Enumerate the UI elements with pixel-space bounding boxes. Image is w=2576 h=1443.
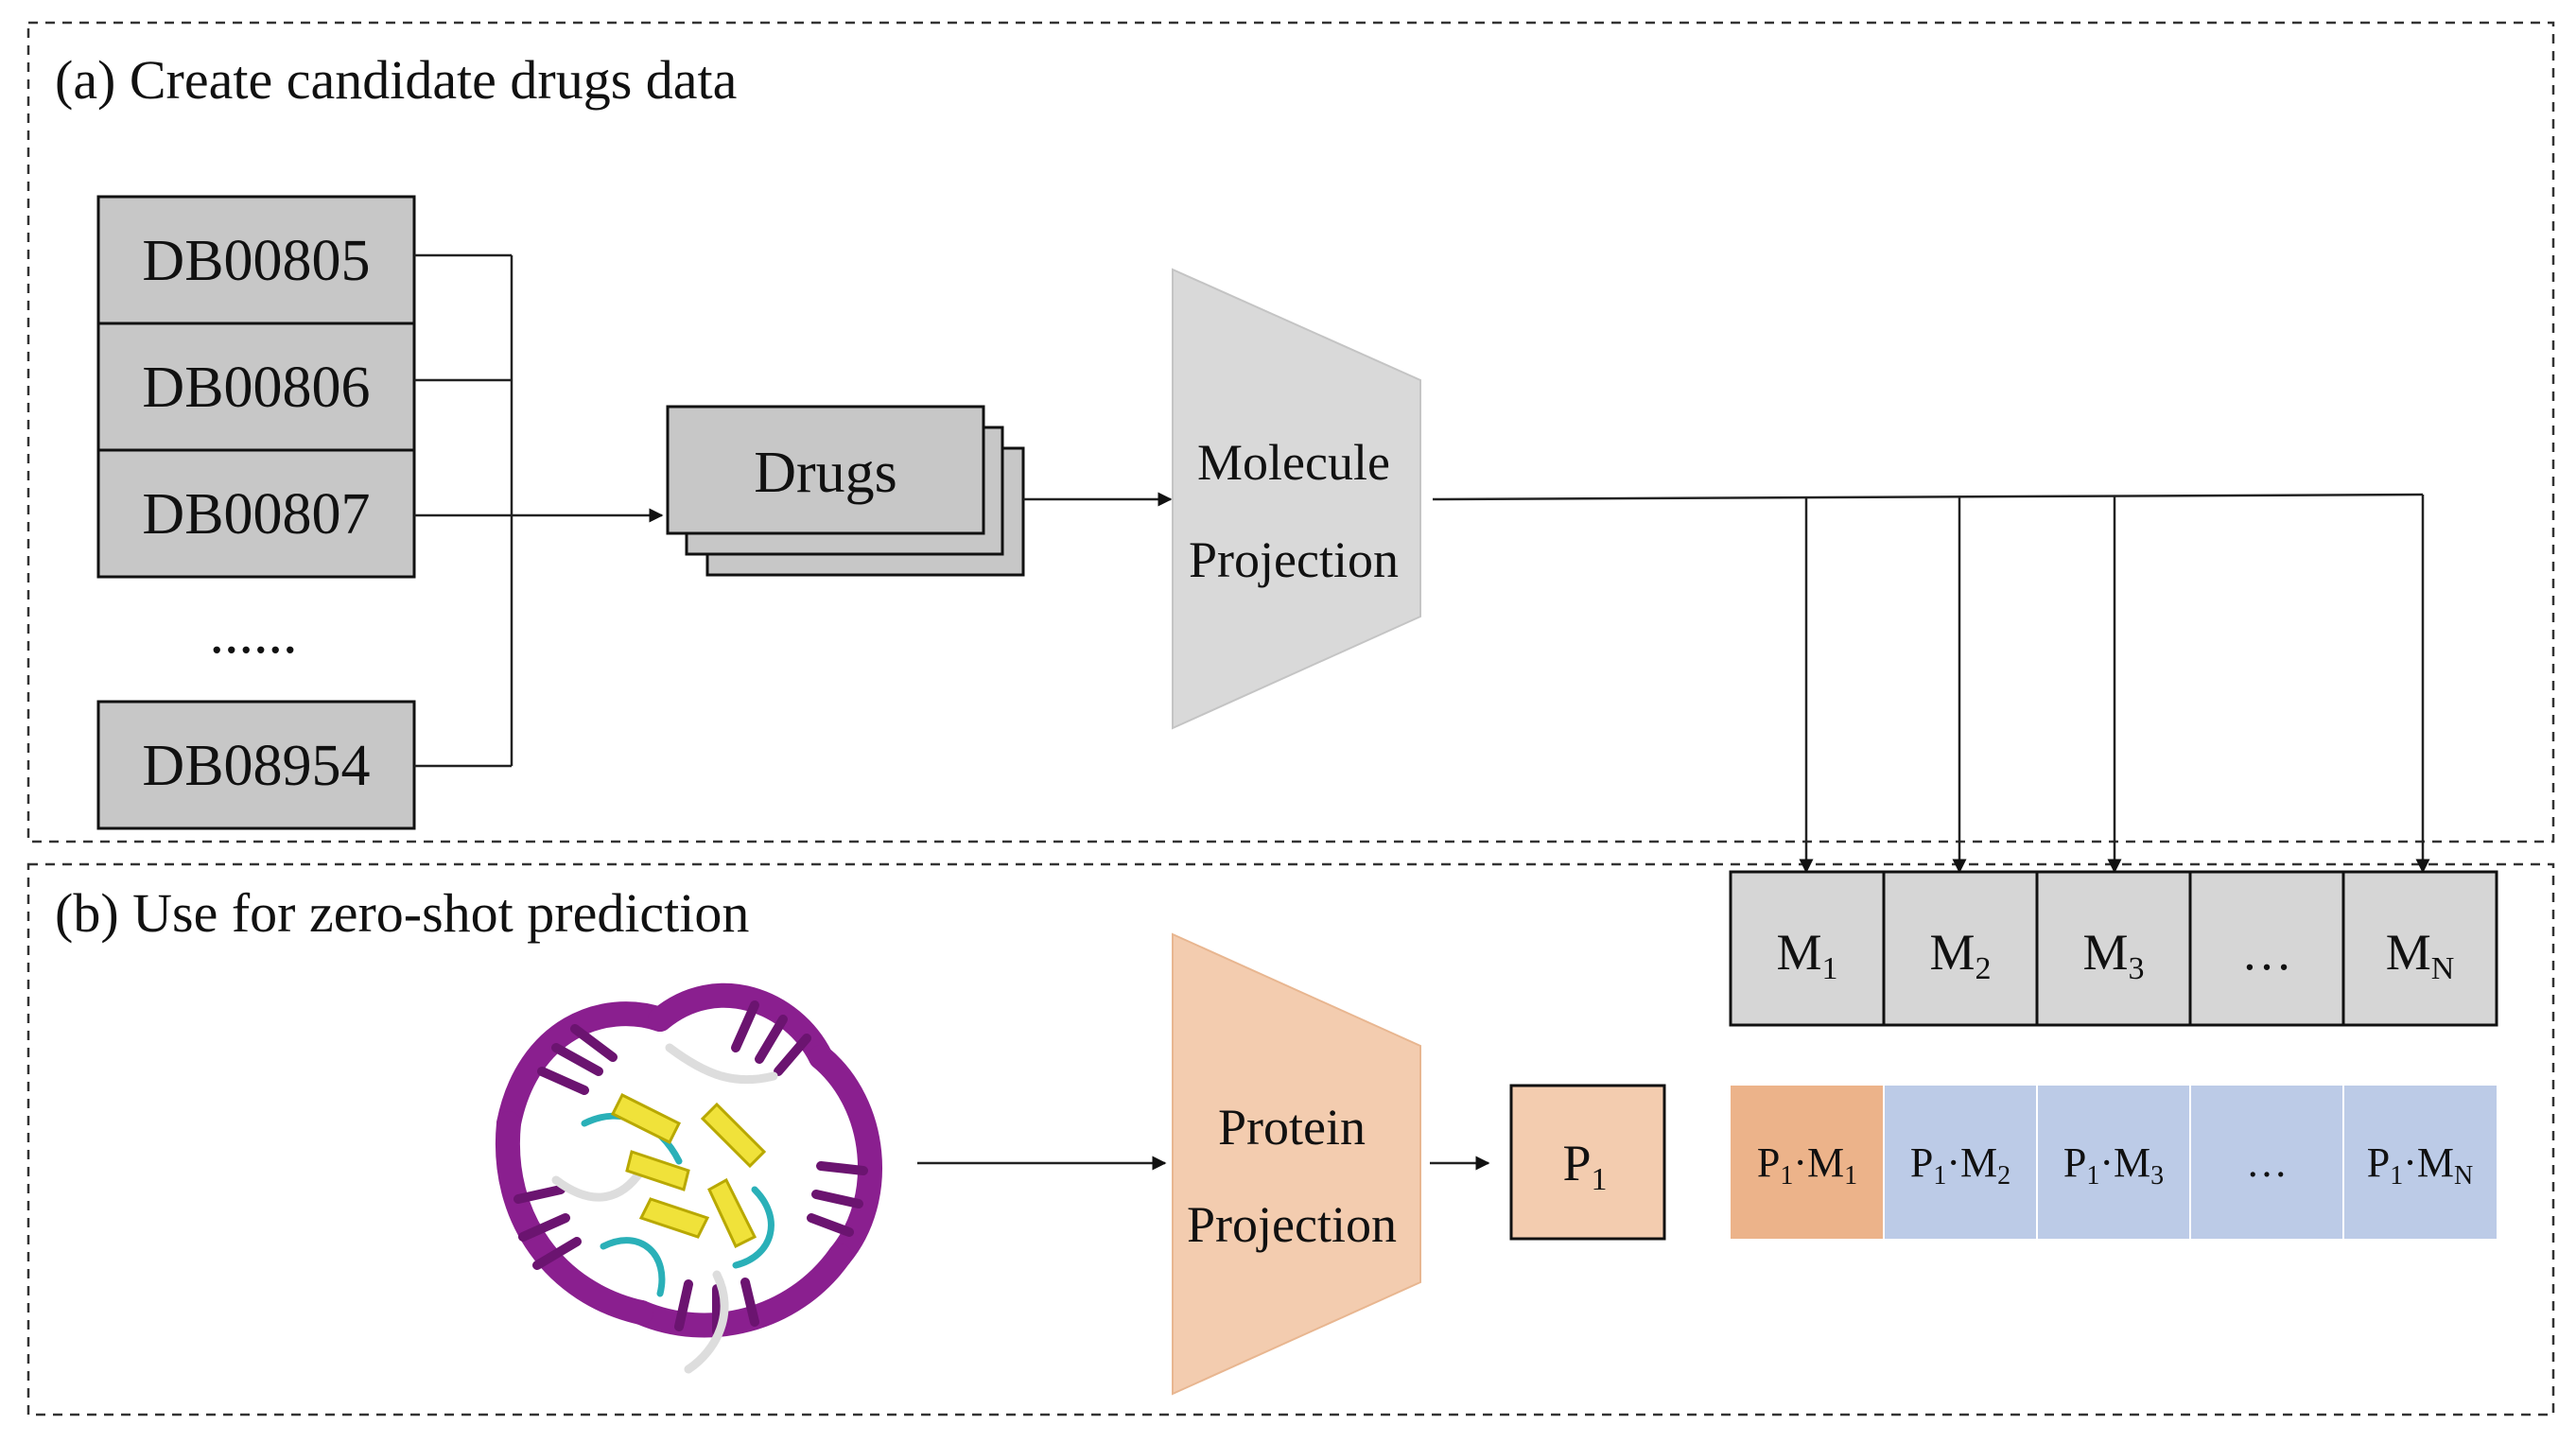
drug-id-1: DB00805 — [142, 229, 370, 293]
score-cell-ellipsis — [2190, 1086, 2343, 1239]
drugs-stack: Drugs — [666, 405, 1025, 577]
similarity-score-row: P1·M1 P1·M2 P1·M3 … P1·MN — [1731, 1086, 2497, 1239]
molecule-embedding-row: M1 M2 M3 … MN — [1729, 870, 2498, 1027]
panel-a-title: (a) Create candidate drugs data — [55, 49, 737, 111]
panel-b-frame — [26, 862, 2555, 1417]
molecule-projection-label-1: Molecule — [1197, 434, 1390, 491]
score-cell-1 — [1731, 1086, 1884, 1239]
molecule-embedding-n-label: MN — [2386, 924, 2455, 986]
score-ellipsis-label: … — [2246, 1139, 2288, 1186]
drug-id-last: DB08954 — [142, 734, 370, 798]
score-3-label: P1·M3 — [2063, 1139, 2164, 1191]
score-1-label: P1·M1 — [1757, 1139, 1857, 1191]
drug-bracket — [414, 253, 513, 768]
protein-ribbon-icon — [495, 982, 882, 1374]
molecule-embedding-3-label: M3 — [2082, 924, 2144, 986]
score-cell-n — [2343, 1086, 2497, 1239]
drug-list-ellipsis: ...... — [210, 601, 298, 666]
panel-b-title: (b) Use for zero-shot prediction — [55, 882, 749, 944]
molecule-embedding-ellipsis-label: … — [2241, 924, 2292, 981]
molecule-embedding-2 — [1882, 870, 2039, 1027]
score-n-label: P1·MN — [2367, 1139, 2474, 1191]
score-cell-2 — [1884, 1086, 2037, 1239]
molecule-embedding-ellipsis — [2188, 870, 2345, 1027]
molecule-projection-label-2: Projection — [1189, 531, 1399, 588]
drug-box-1 — [96, 195, 416, 325]
molecule-embedding-1-label: M1 — [1776, 924, 1837, 986]
molecule-distribution-lines — [1432, 493, 2430, 874]
protein-projection-label-2: Projection — [1187, 1196, 1397, 1253]
score-2-label: P1·M2 — [1910, 1139, 2010, 1191]
protein-embedding-label: P1 — [1562, 1135, 1607, 1197]
drugs-label: Drugs — [754, 441, 897, 505]
drug-id-3: DB00807 — [142, 482, 370, 547]
molecule-projection-block — [1172, 268, 1421, 730]
protein-embedding-box — [1509, 1084, 1666, 1241]
molecule-embedding-1 — [1729, 870, 1886, 1027]
molecule-embedding-3 — [2035, 870, 2192, 1027]
molecule-embedding-n — [2341, 870, 2498, 1027]
protein-projection-label-1: Protein — [1218, 1099, 1366, 1156]
drug-box-3 — [96, 448, 416, 579]
molecule-embedding-2-label: M2 — [1929, 924, 1991, 986]
drug-id-list: DB00805 DB00806 DB00807 ...... DB08954 — [96, 195, 416, 830]
panel-a-frame — [26, 21, 2555, 843]
protein-projection-block — [1172, 932, 1421, 1396]
score-cell-3 — [2037, 1086, 2190, 1239]
drug-id-2: DB00806 — [142, 356, 370, 420]
